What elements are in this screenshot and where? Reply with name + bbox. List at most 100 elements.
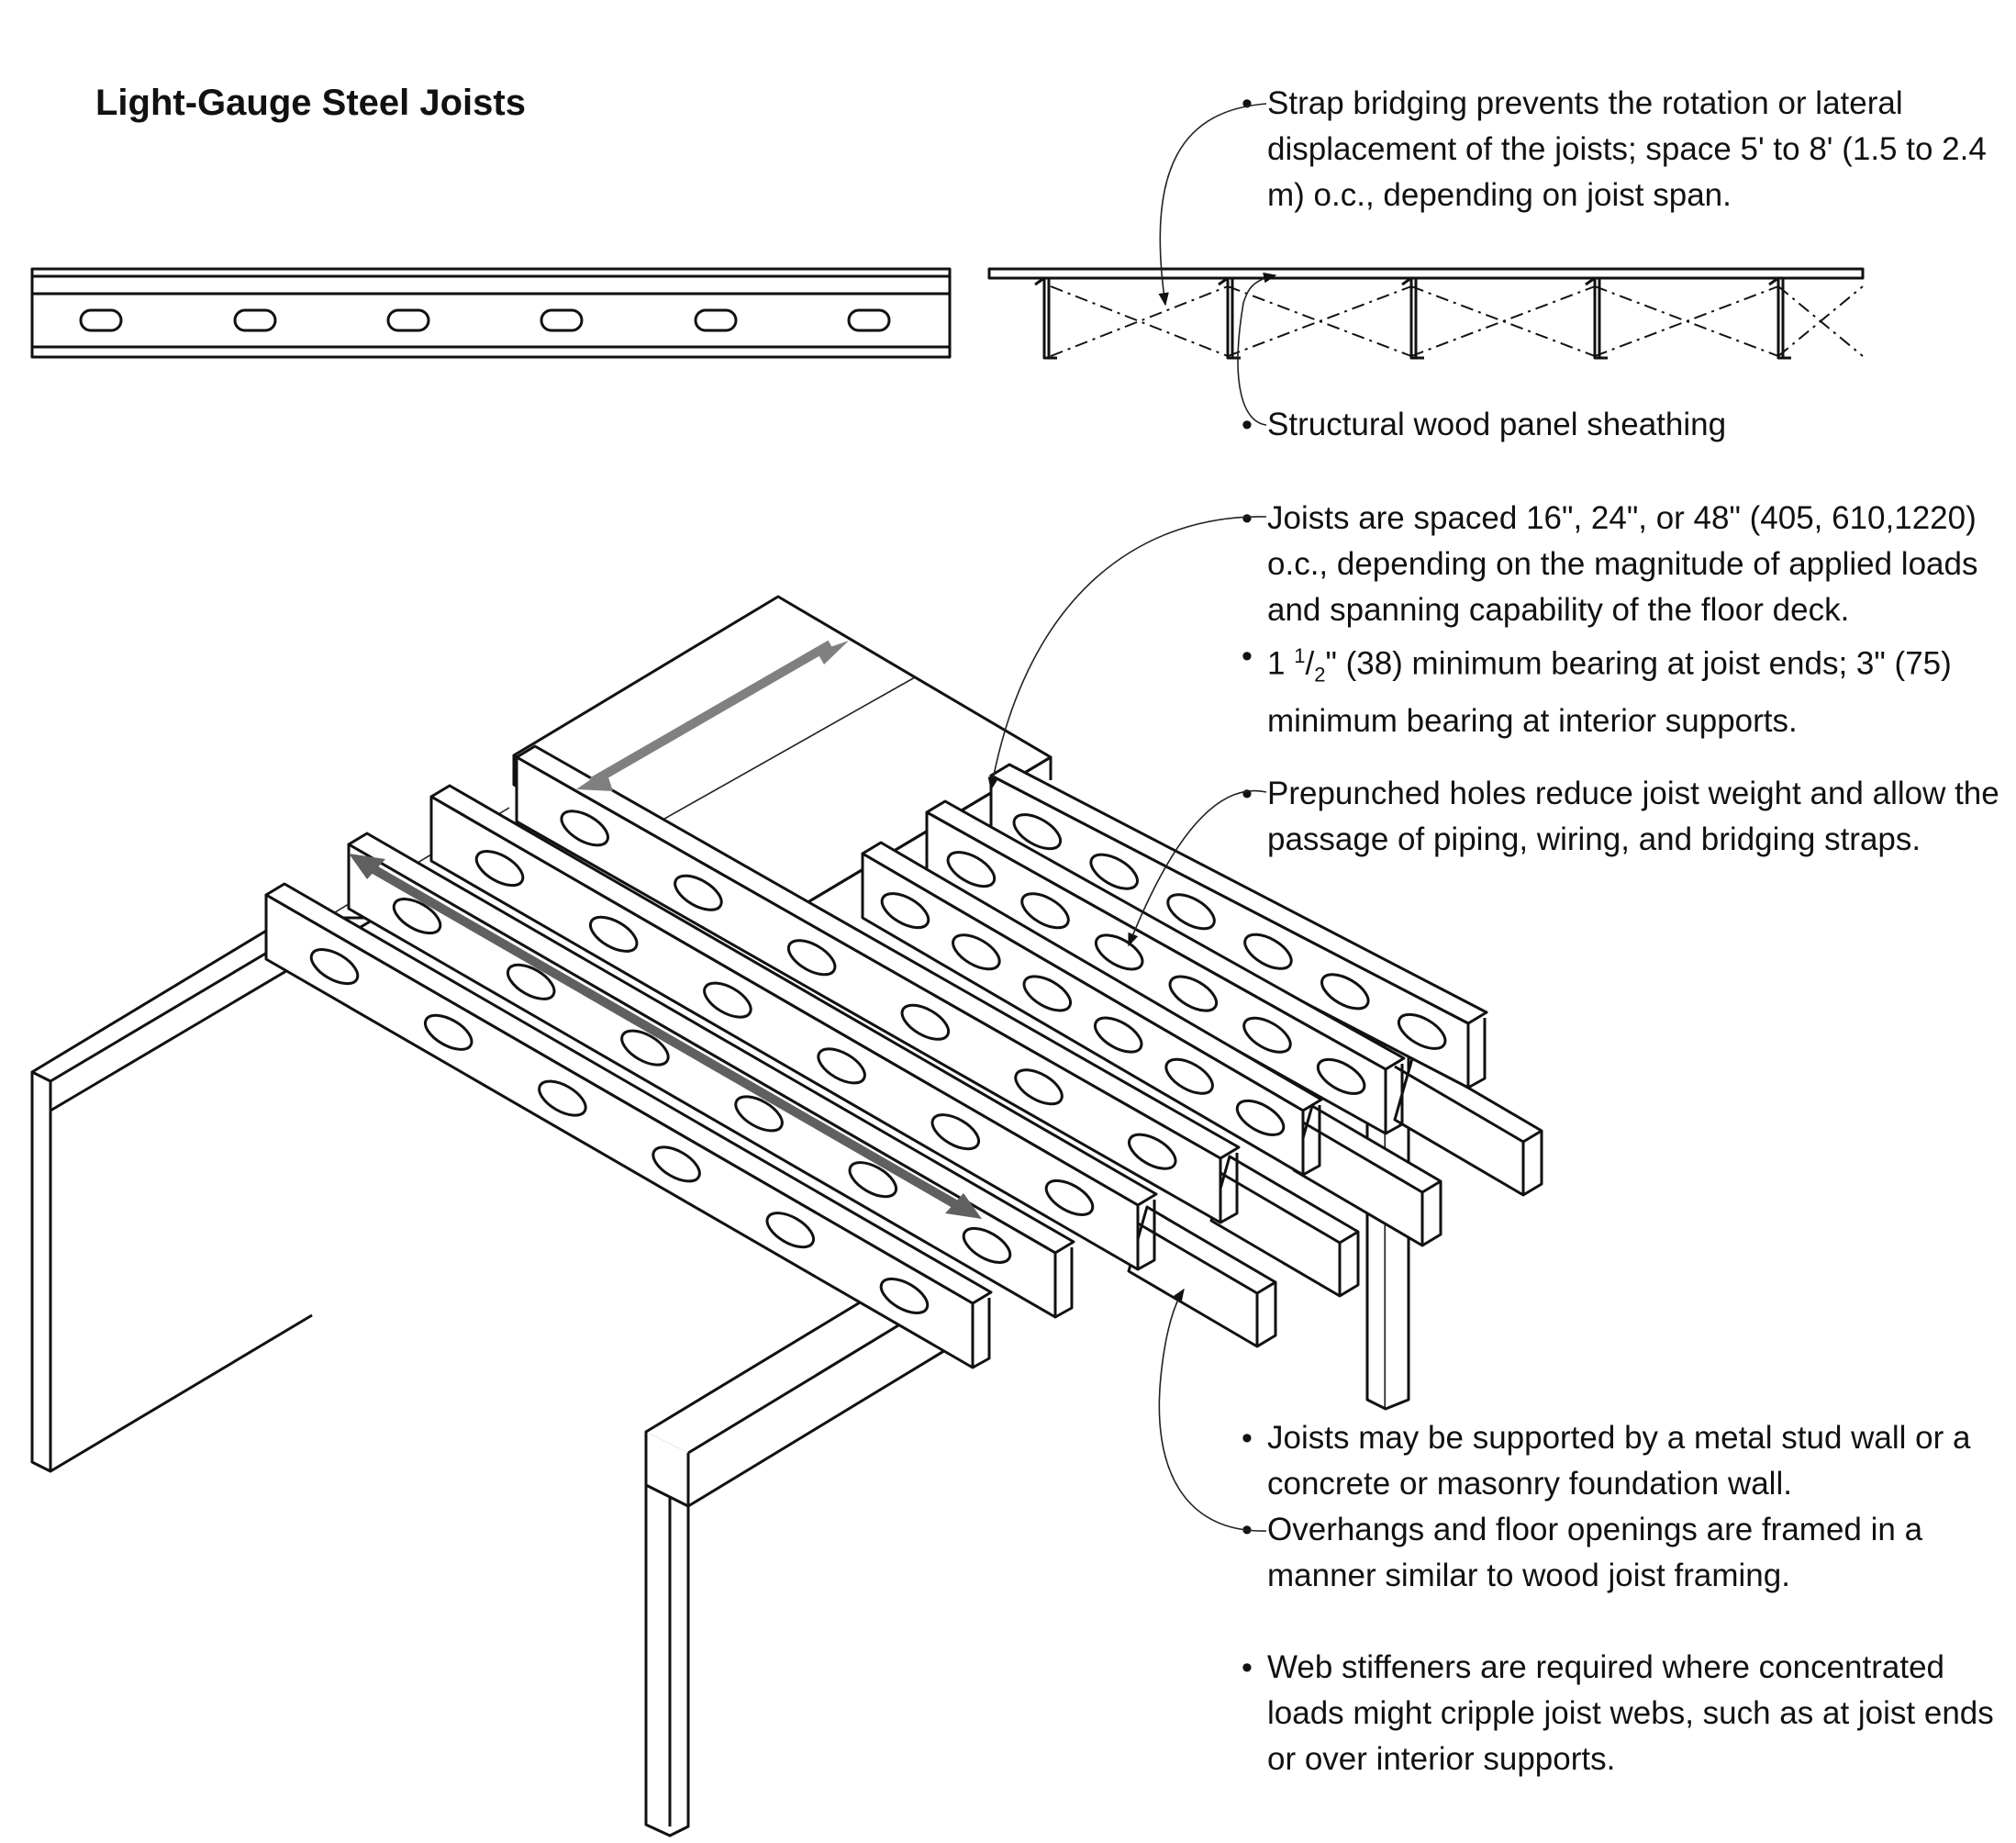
diagram-title: Light-Gauge Steel Joists: [95, 83, 526, 123]
prepunched-hole: [309, 948, 360, 986]
prepunched-hole: [1242, 1016, 1292, 1054]
note-web-stiffeners: • Web stiffeners are required where conc…: [1242, 1645, 2010, 1782]
prepunched-hole: [765, 1212, 816, 1249]
joist-bottom-flange: [1054, 1247, 1074, 1319]
joist-section: [1401, 276, 1424, 360]
bridging-section: [987, 267, 1865, 360]
prepunched-hole: [1166, 893, 1216, 931]
prepunched-hole: [1316, 1057, 1366, 1095]
prepunched-hole: [1020, 892, 1070, 930]
joist-bottom-flange: [1137, 1200, 1156, 1271]
bullet-icon: •: [1242, 639, 1253, 674]
note-text: 1 1/2" (38) minimum bearing at joist end…: [1267, 633, 2010, 744]
prepunched-hole: [588, 915, 639, 953]
bullet-icon: •: [1242, 408, 1253, 442]
prepunched-hole: [848, 1161, 898, 1199]
joist-bottom-flange: [972, 1298, 991, 1369]
note-text: Prepunched holes reduce joist weight and…: [1267, 776, 1999, 857]
bullet-icon: •: [1242, 776, 1253, 811]
prepunched-hole: [1094, 933, 1144, 971]
steel-joists: [264, 744, 1488, 1369]
prepunched-hole: [538, 1079, 587, 1117]
joist-bottom-flange: [1467, 1018, 1487, 1089]
note-overhangs: • Overhangs and floor openings are frame…: [1242, 1507, 2010, 1599]
steel-joist: [347, 832, 1075, 1319]
prepunched-hole: [1397, 1012, 1447, 1050]
prepunched-hole: [703, 981, 752, 1019]
prepunched-hole: [1320, 973, 1370, 1011]
prepunched-hole: [694, 308, 738, 332]
bullet-icon: •: [1242, 501, 1253, 536]
bullet-icon: •: [1242, 1650, 1253, 1685]
prepunched-hole: [620, 1029, 670, 1067]
bullet-icon: •: [1242, 86, 1253, 121]
fraction-denominator: 2: [1314, 663, 1326, 687]
prepunched-hole: [817, 1047, 866, 1085]
prepunched-hole: [386, 308, 430, 332]
prepunched-hole: [560, 810, 609, 847]
prepunched-hole: [506, 963, 556, 1000]
prepunched-hole: [847, 308, 891, 332]
joist-sections: [1034, 276, 1791, 360]
prepunched-hole: [900, 1003, 951, 1041]
steel-joist: [989, 763, 1488, 1089]
steel-joist: [515, 744, 1241, 1224]
note-sheathing: • Structural wood panel sheathing: [1242, 402, 2010, 448]
support-block: [1393, 1054, 1543, 1197]
prepunched-hole: [1128, 1133, 1177, 1170]
prepunched-hole: [233, 308, 277, 332]
fraction-numerator: 1: [1294, 644, 1306, 667]
prepunched-hole: [79, 308, 123, 332]
prepunched-hole: [674, 874, 723, 911]
note-supports: • Joists may be supported by a metal stu…: [1242, 1415, 2010, 1507]
joist-span-arrow: [360, 858, 971, 1216]
note-strap-bridging: • Strap bridging prevents the rotation o…: [1242, 81, 2010, 218]
note-text-part: 1: [1267, 645, 1295, 682]
joist-section: [1585, 276, 1608, 360]
prepunched-hole: [880, 892, 930, 930]
sheathing-span-arrow: [589, 640, 833, 787]
prepunched-hole: [952, 933, 1001, 971]
prepunched-hole: [652, 1145, 701, 1183]
prepunched-hole: [1235, 1099, 1286, 1136]
prepunched-hole: [1022, 975, 1073, 1012]
joist-elevation: [30, 267, 952, 359]
prepunched-hole: [1044, 1178, 1095, 1216]
sheathing-edge: [987, 267, 1865, 280]
joist-bottom-flange: [1302, 1105, 1321, 1177]
fraction-slash: /: [1305, 645, 1315, 682]
support-blocks: [1127, 1054, 1543, 1348]
prepunched-hole: [1243, 933, 1293, 970]
joist-section: [1768, 276, 1791, 360]
note-prepunched-holes: • Prepunched holes reduce joist weight a…: [1242, 771, 2010, 863]
prepunched-hole: [734, 1095, 784, 1133]
prepunched-hole: [474, 850, 525, 888]
prepunched-hole: [930, 1113, 981, 1151]
note-text: Overhangs and floor openings are framed …: [1267, 1512, 1923, 1593]
prepunched-hole: [1089, 853, 1139, 890]
prepunched-hole: [962, 1226, 1012, 1264]
note-text-part: " (38) minimum bearing at joist ends; 3"…: [1267, 645, 1952, 739]
prepunched-hole: [1012, 813, 1063, 851]
joist-section: [1034, 276, 1057, 360]
floor-framing-isometric: [30, 595, 1543, 1837]
note-text: Joists are spaced 16", 24", or 48" (405,…: [1267, 500, 1978, 628]
prepunched-hole-row: [79, 308, 891, 332]
prepunched-hole: [392, 898, 442, 935]
note-bearing: • 1 1/2" (38) minimum bearing at joist e…: [1242, 633, 2010, 744]
prepunched-hole: [786, 939, 837, 977]
prepunched-hole: [1168, 975, 1219, 1012]
note-joist-spacing: • Joists are spaced 16", 24", or 48" (40…: [1242, 496, 2010, 633]
note-text: Strap bridging prevents the rotation or …: [1267, 85, 1987, 213]
joist-bottom-flange: [1220, 1153, 1239, 1224]
steel-joist: [429, 784, 1158, 1271]
prepunched-hole: [1164, 1057, 1214, 1095]
bullet-icon: •: [1242, 1421, 1253, 1456]
steel-joist: [861, 841, 1323, 1177]
strap-bridging: [1050, 285, 1864, 357]
note-text: Structural wood panel sheathing: [1267, 407, 1727, 442]
joist-bottom-flange: [1385, 1064, 1404, 1135]
note-text: Joists may be supported by a metal stud …: [1267, 1420, 1971, 1502]
joist-section: [1218, 276, 1241, 360]
